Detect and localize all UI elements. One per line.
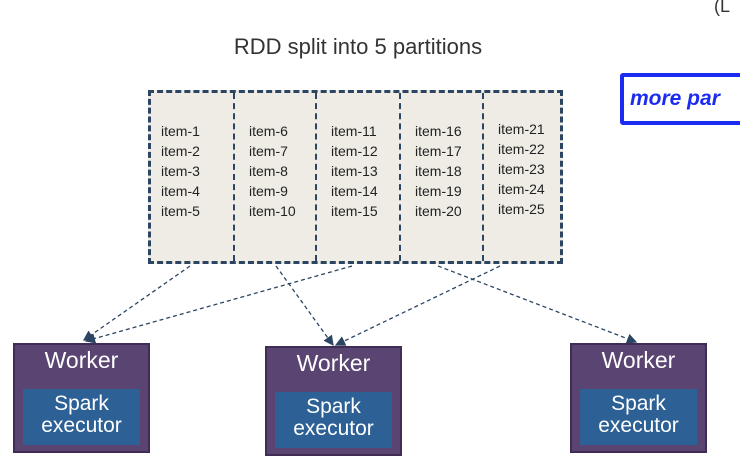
partition-5: item-21 item-22 item-23 item-24 item-25 bbox=[482, 93, 560, 261]
worker-label: Worker bbox=[44, 347, 119, 373]
partition-item: item-10 bbox=[249, 203, 296, 219]
executor-line-2: executor bbox=[293, 417, 374, 440]
partition-item: item-17 bbox=[415, 143, 462, 159]
partition-item: item-4 bbox=[161, 183, 200, 199]
executor-line-1: Spark bbox=[54, 392, 109, 415]
arrow-p1-w1 bbox=[82, 265, 191, 341]
partition-item: item-3 bbox=[161, 163, 200, 179]
partition-4: item-16 item-17 item-18 item-19 item-20 bbox=[399, 93, 482, 261]
arrow-p3-w1 bbox=[84, 265, 353, 344]
partition-item: item-12 bbox=[331, 143, 378, 159]
partition-item: item-6 bbox=[249, 123, 288, 139]
worker-1: Worker Spark executor bbox=[13, 343, 150, 453]
worker-3: Worker Spark executor bbox=[570, 343, 707, 453]
partition-item: item-8 bbox=[249, 163, 288, 179]
partition-item: item-14 bbox=[331, 183, 378, 199]
partition-2: item-6 item-7 item-8 item-9 item-10 bbox=[233, 93, 315, 261]
partition-item: item-16 bbox=[415, 123, 462, 139]
worker-label: Worker bbox=[296, 350, 371, 376]
worker-label: Worker bbox=[601, 347, 676, 373]
partition-item: item-22 bbox=[498, 141, 545, 157]
partition-item: item-25 bbox=[498, 201, 545, 217]
spark-executor: Spark executor bbox=[23, 389, 140, 445]
arrow-p2-w2 bbox=[275, 265, 334, 347]
partition-item: item-19 bbox=[415, 183, 462, 199]
partition-item: item-1 bbox=[161, 123, 200, 139]
partition-1: item-1 item-2 item-3 item-4 item-5 bbox=[151, 93, 233, 261]
partition-item: item-24 bbox=[498, 181, 545, 197]
partition-item: item-5 bbox=[161, 203, 200, 219]
partition-item: item-11 bbox=[331, 123, 377, 139]
worker-2: Worker Spark executor bbox=[265, 346, 402, 456]
partition-item: item-7 bbox=[249, 143, 288, 159]
spark-executor: Spark executor bbox=[580, 389, 697, 445]
callout-text: more par bbox=[630, 87, 720, 110]
partition-item: item-9 bbox=[249, 183, 288, 199]
executor-line-1: Spark bbox=[306, 395, 361, 418]
executor-line-2: executor bbox=[598, 414, 679, 437]
partition-item: item-18 bbox=[415, 163, 462, 179]
corner-text: (L bbox=[714, 0, 731, 16]
partition-item: item-13 bbox=[331, 163, 378, 179]
arrow-p4-w3 bbox=[437, 265, 638, 344]
executor-line-2: executor bbox=[41, 414, 122, 437]
more-partitions-callout: more par bbox=[620, 73, 740, 125]
partition-item: item-20 bbox=[415, 203, 462, 219]
partition-item: item-2 bbox=[161, 143, 200, 159]
arrow-p5-w2 bbox=[334, 265, 501, 346]
spark-executor: Spark executor bbox=[275, 392, 392, 448]
executor-line-1: Spark bbox=[611, 392, 666, 415]
partition-3: item-11 item-12 item-13 item-14 item-15 bbox=[315, 93, 399, 261]
partition-item: item-15 bbox=[331, 203, 378, 219]
rdd-box: item-1 item-2 item-3 item-4 item-5 item-… bbox=[148, 90, 563, 264]
partition-item: item-23 bbox=[498, 161, 545, 177]
diagram-title: RDD split into 5 partitions bbox=[233, 34, 483, 59]
partition-item: item-21 bbox=[498, 121, 545, 137]
